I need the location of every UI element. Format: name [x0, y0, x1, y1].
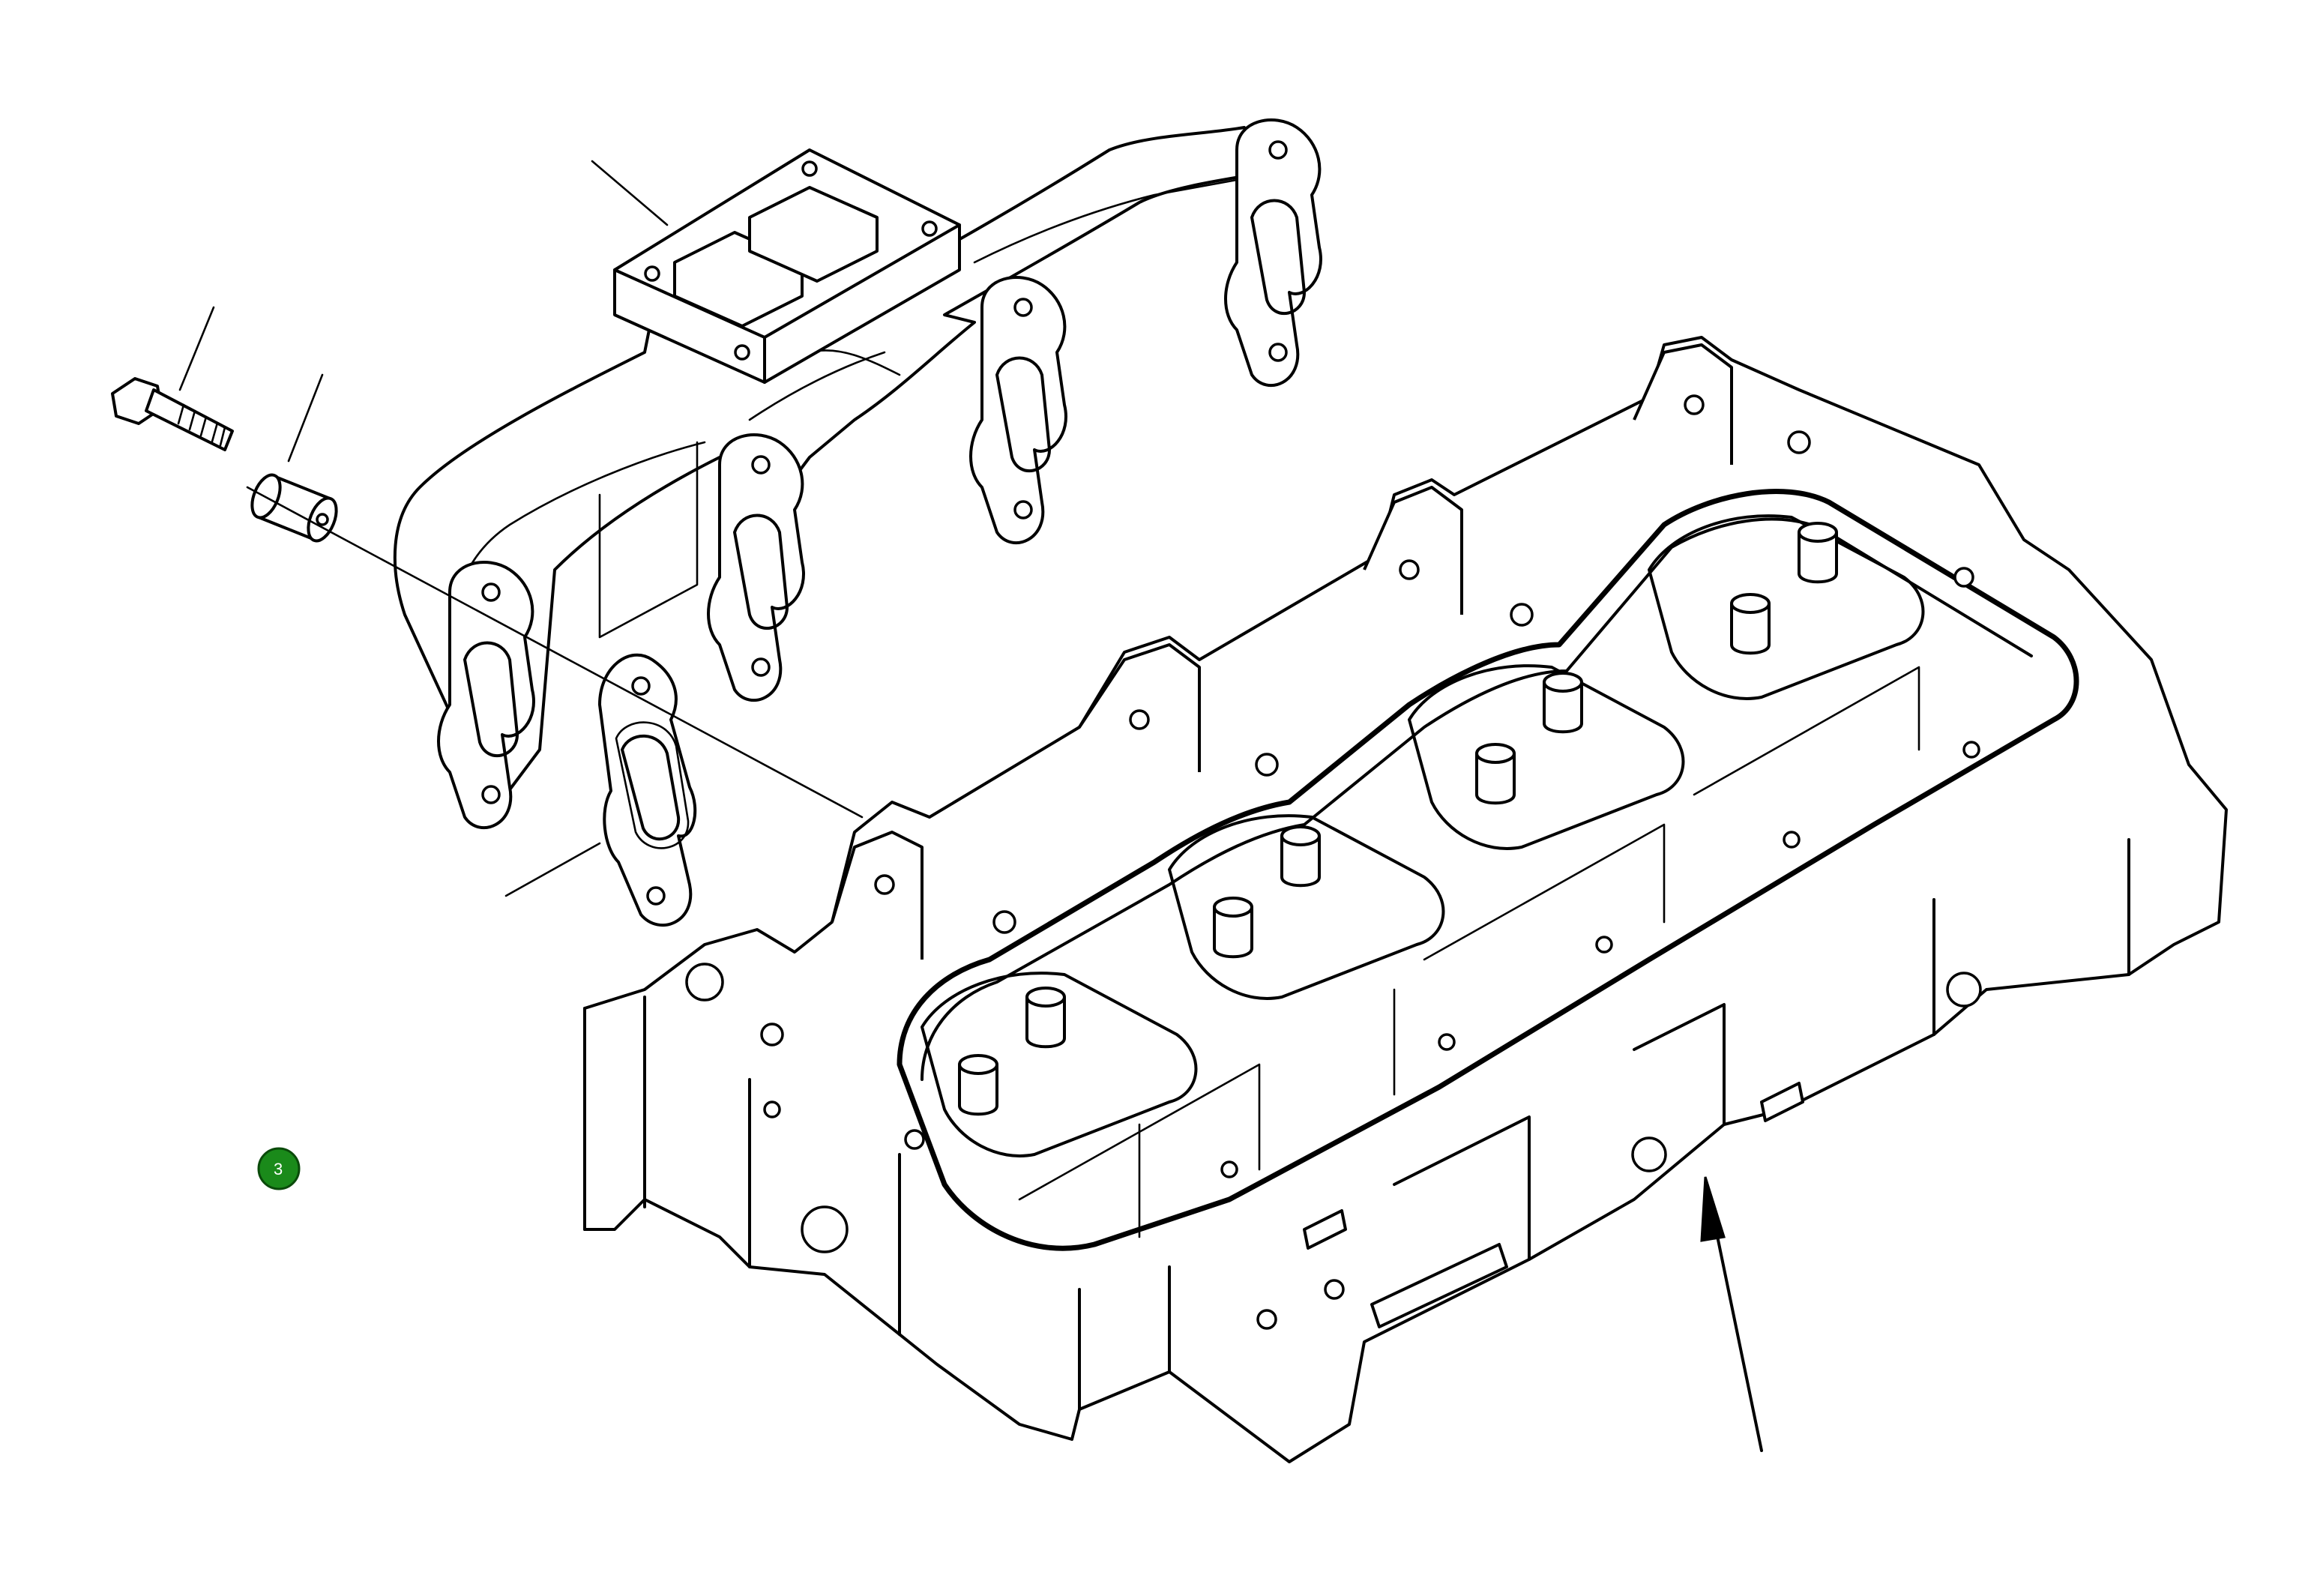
- leader-line-manifold: [591, 160, 669, 226]
- item-number-badge-label: 3: [274, 1160, 283, 1178]
- cylinder-head-icon: [583, 336, 2228, 1463]
- bolt-icon: [111, 377, 234, 451]
- leader-line-gasket: [504, 842, 601, 897]
- item-number-badge[interactable]: 3: [257, 1147, 301, 1190]
- exhaust-manifold-icon: [393, 118, 1322, 830]
- leader-line-sleeve: [287, 373, 324, 463]
- assembly-axis-line: [246, 486, 864, 819]
- spacer-sleeve-icon: [250, 473, 338, 543]
- manifold-gasket-icon: [598, 653, 697, 927]
- leader-line-bolt: [178, 306, 215, 391]
- leader-lines: [178, 160, 864, 897]
- arrow-pointer-icon: [1700, 1176, 1763, 1452]
- injector-boss-icon: [958, 522, 1838, 1116]
